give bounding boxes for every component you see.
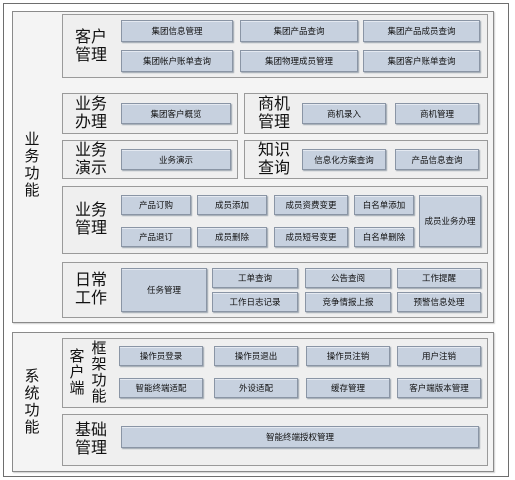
group-product-query-button[interactable]: 集团产品查询 [240, 20, 358, 42]
competitive-intel-report-button[interactable]: 竞争情报上报 [305, 292, 391, 312]
member-short-number-change-button[interactable]: 成员短号变更 [274, 227, 348, 247]
system-functions-label-text: 系 统 功 能 [24, 368, 40, 436]
whitelist-delete-button[interactable]: 白名单删除 [354, 227, 414, 247]
work-log-record-button[interactable]: 工作日志记录 [212, 292, 298, 312]
business-management-label: 业务 管理 [74, 202, 107, 237]
cache-management-button[interactable]: 缓存管理 [306, 378, 390, 398]
member-business-handling-button[interactable]: 成员业务办理 [419, 195, 481, 247]
client-framework-label-left-text: 客 户 端 [69, 348, 85, 397]
work-order-query-button[interactable]: 工单查询 [212, 268, 298, 288]
product-order-button[interactable]: 产品订购 [121, 195, 191, 215]
group-info-management-button[interactable]: 集团信息管理 [121, 20, 233, 42]
business-handling-label: 业务 办理 [74, 95, 107, 131]
operator-login-button[interactable]: 操作员登录 [119, 346, 203, 366]
member-delete-button[interactable]: 成员删除 [197, 227, 267, 247]
knowledge-query-label: 知识 查询 [257, 141, 290, 177]
group-product-member-query-button[interactable]: 集团产品成员查询 [363, 20, 480, 42]
customer-management-label: 客户 管理 [74, 29, 107, 64]
solution-query-button[interactable]: 信息化方案查询 [302, 149, 386, 170]
alert-info-handling-button[interactable]: 预警信息处理 [397, 292, 481, 312]
member-tariff-change-button[interactable]: 成员资费变更 [274, 195, 348, 215]
group-account-bill-query-button[interactable]: 集团帐户账单查询 [121, 50, 233, 72]
smart-terminal-authorization-button[interactable]: 智能终端授权管理 [121, 426, 479, 448]
member-add-button[interactable]: 成员添加 [197, 195, 267, 215]
business-functions-label: 业 务 功 能 [14, 40, 50, 290]
user-deregister-button[interactable]: 用户注销 [397, 346, 481, 366]
task-management-button[interactable]: 任务管理 [121, 268, 207, 312]
opportunity-management-label: 商机 管理 [257, 95, 290, 131]
opportunity-entry-button[interactable]: 商机录入 [302, 103, 386, 124]
group-physical-member-management-button[interactable]: 集团物理成员管理 [240, 50, 358, 72]
group-customer-overview-button[interactable]: 集团客户概览 [121, 103, 231, 124]
product-unsubscribe-button[interactable]: 产品退订 [121, 227, 191, 247]
client-version-management-button[interactable]: 客户端版本管理 [397, 378, 481, 398]
peripheral-adapt-button[interactable]: 外设适配 [214, 378, 298, 398]
system-functions-label: 系 统 功 能 [14, 340, 50, 464]
work-reminder-button[interactable]: 工作提醒 [397, 268, 481, 288]
business-demo-button[interactable]: 业务演示 [121, 149, 231, 170]
daily-work-label: 日常 工作 [74, 272, 107, 307]
business-functions-label-text: 业 务 功 能 [24, 131, 40, 199]
client-framework-label-left: 客 户 端 [66, 342, 88, 404]
whitelist-add-button[interactable]: 白名单添加 [354, 195, 414, 215]
client-framework-label-right: 框 架 功 能 [88, 338, 110, 408]
client-framework-label-right-text: 框 架 功 能 [91, 340, 107, 405]
opportunity-manage-button[interactable]: 商机管理 [395, 103, 479, 124]
smart-terminal-adapt-button[interactable]: 智能终端适配 [119, 378, 203, 398]
business-demo-label: 业务 演示 [74, 141, 107, 177]
product-info-query-button[interactable]: 产品信息查询 [395, 149, 479, 170]
base-management-label: 基础 管理 [74, 422, 107, 457]
operator-deregister-button[interactable]: 操作员注销 [306, 346, 390, 366]
announcement-read-button[interactable]: 公告查阅 [305, 268, 391, 288]
operator-logout-button[interactable]: 操作员退出 [214, 346, 298, 366]
group-customer-bill-query-button[interactable]: 集团客户账单查询 [363, 50, 480, 72]
